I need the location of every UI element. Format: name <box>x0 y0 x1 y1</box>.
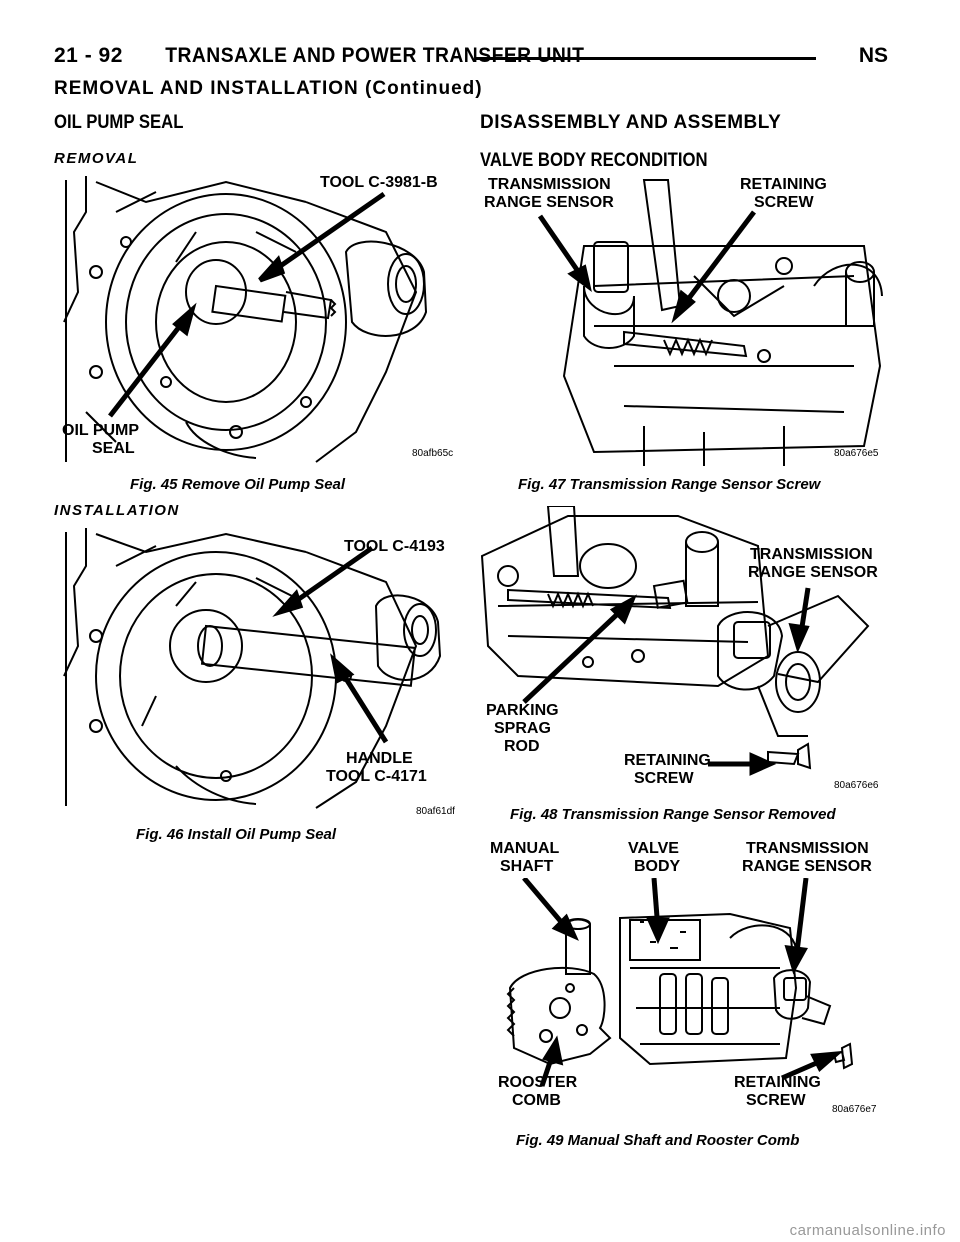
fig48-sensor-label-line1: TRANSMISSION <box>750 546 873 563</box>
fig46-caption: Fig. 46 Install Oil Pump Seal <box>136 826 337 843</box>
fig49-screw-label-line1: RETAINING <box>734 1074 821 1091</box>
fig49-screw-label-line2: SCREW <box>746 1092 806 1109</box>
fig47-code: 80a676e5 <box>834 448 879 459</box>
fig47-screw-label-line2: SCREW <box>754 194 814 211</box>
fig45-seal-label-line1: OIL PUMP <box>62 422 140 439</box>
fig49-comb-label-line2: COMB <box>512 1092 561 1109</box>
header-rule <box>476 57 816 60</box>
fig46-code: 80af61df <box>416 806 455 817</box>
watermark: carmanualsonline.info <box>789 1222 946 1239</box>
fig45-seal-label-line2: SEAL <box>92 440 135 457</box>
fig49-illustration <box>506 878 854 1087</box>
fig48-illustration <box>480 506 870 776</box>
fig48-sensor-label-line2: RANGE SENSOR <box>748 564 878 581</box>
continued-heading: REMOVAL AND INSTALLATION (Continued) <box>54 78 483 99</box>
page-number: 21 - 92 <box>54 44 123 67</box>
fig49-valve-label-line1: VALVE <box>628 840 679 857</box>
fig49-valve-label-line2: BODY <box>634 858 681 875</box>
fig46-handle-label-line2: TOOL C-4171 <box>326 768 427 785</box>
fig45-caption: Fig. 45 Remove Oil Pump Seal <box>130 476 346 493</box>
fig49-shaft-label-line2: SHAFT <box>500 858 554 875</box>
fig47-caption: Fig. 47 Transmission Range Sensor Screw <box>518 476 821 493</box>
oil-pump-seal-heading: OIL PUMP SEAL <box>54 112 184 133</box>
fig49-code: 80a676e7 <box>832 1104 877 1115</box>
fig47-sensor-label-line2: RANGE SENSOR <box>484 194 614 211</box>
fig49-comb-label-line1: ROOSTER <box>498 1074 578 1091</box>
fig47-screw-label-line1: RETAINING <box>740 176 827 193</box>
removal-heading: REMOVAL <box>54 150 139 167</box>
running-header: 21 - 92 TRANSAXLE AND POWER TRANSFER UNI… <box>54 44 603 68</box>
fig48-rod-label-line2: SPRAG <box>494 720 551 737</box>
fig49-caption: Fig. 49 Manual Shaft and Rooster Comb <box>516 1132 800 1149</box>
fig46-handle-label-line1: HANDLE <box>346 750 413 767</box>
fig46-tool-label: TOOL C-4193 <box>344 538 445 555</box>
vehicle-code: NS <box>858 44 888 67</box>
fig47-illustration <box>537 179 883 466</box>
fig46-illustration <box>63 528 442 809</box>
fig49-shaft-label-line1: MANUAL <box>490 840 560 857</box>
fig45-code: 80afb65c <box>412 448 454 459</box>
fig48-rod-label-line3: ROD <box>504 738 540 755</box>
section-title: TRANSAXLE AND POWER TRANSFER UNIT <box>165 44 585 67</box>
fig48-screw-label-line2: SCREW <box>634 770 694 787</box>
fig48-rod-label-line1: PARKING <box>486 702 559 719</box>
fig48-code: 80a676e6 <box>834 780 879 791</box>
fig47-sensor-label-line1: TRANSMISSION <box>488 176 611 193</box>
valve-body-heading: VALVE BODY RECONDITION <box>480 150 708 171</box>
fig48-caption: Fig. 48 Transmission Range Sensor Remove… <box>510 806 836 823</box>
fig48-screw-label-line1: RETAINING <box>624 752 711 769</box>
fig49-sensor-label-line2: RANGE SENSOR <box>742 858 872 875</box>
fig45-illustration <box>63 176 428 463</box>
fig45-tool-label: TOOL C-3981-B <box>320 174 438 191</box>
fig49-sensor-label-line1: TRANSMISSION <box>746 840 869 857</box>
disassembly-heading: DISASSEMBLY AND ASSEMBLY <box>480 112 782 133</box>
installation-heading: INSTALLATION <box>54 502 180 519</box>
